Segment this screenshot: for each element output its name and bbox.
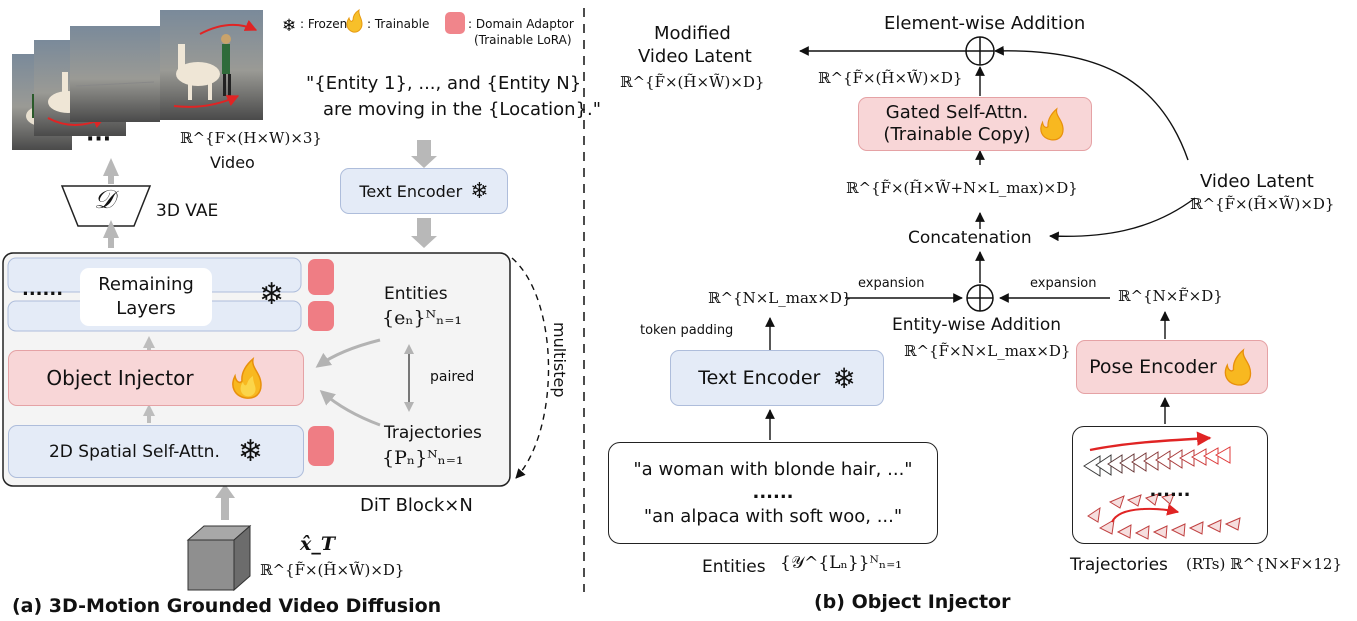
- flame-icon: [231, 357, 262, 399]
- video-label: Video: [210, 153, 255, 172]
- output-dimension: ℝ^{F̃×(H̃×W̃)×D}: [818, 69, 963, 87]
- concatenation-label: Concatenation: [908, 228, 1032, 248]
- trajectories-bottom-math: (RTs) ℝ^{N×F×12}: [1186, 555, 1342, 573]
- entity-description-1: "a woman with blonde hair, ...": [633, 458, 913, 480]
- legend-domain-adaptor-icon: [445, 12, 465, 34]
- concat-dimension: ℝ^{F̃×(H̃×W̃+N×L_max)×D}: [846, 179, 1078, 197]
- flame-icon: [1039, 107, 1064, 141]
- legend-trainable-label: : Trainable: [367, 17, 430, 31]
- token-padding-label: token padding: [640, 323, 734, 338]
- snowflake-icon: ❄: [259, 277, 285, 312]
- entity-wise-dimension: ℝ^{F̃×N×L_max×D}: [904, 342, 1071, 360]
- gated-self-attn-box: Gated Self-Attn. (Trainable Copy): [858, 97, 1092, 151]
- pose-encoder-box: Pose Encoder: [1076, 340, 1268, 394]
- video-latent-label: Video Latent: [1200, 171, 1314, 192]
- spatial-self-attn-label: 2D Spatial Self-Attn.: [48, 441, 220, 462]
- entities-label: Entities: [384, 284, 448, 304]
- vae-label: 3D VAE: [156, 201, 219, 221]
- caption-left: (a) 3D-Motion Grounded Video Diffusion: [12, 595, 442, 617]
- object-injector-box: Object Injector: [8, 350, 304, 406]
- entities-arrow: [315, 338, 381, 368]
- trajectories-bottom-label: Trajectories: [1070, 555, 1168, 575]
- video-dimension: ℝ^{F×(H×W)×3}: [180, 129, 322, 147]
- entities-bottom-label: Entities: [702, 557, 766, 577]
- entity-description-2: "an alpaca with soft woo, ...": [643, 505, 903, 527]
- legend-frozen-icon: ❄: [282, 16, 296, 36]
- noise-dimension: ℝ^{F̃×(H̃×W̃)×D}: [260, 561, 405, 579]
- remaining-layers-label: Remaining Layers: [98, 273, 194, 319]
- pose-encoder-label: Pose Encoder: [1089, 356, 1217, 378]
- modified-latent-line-1: Modified: [654, 23, 731, 44]
- entities-bottom-math: {𝒴^{Lₙ}}ᴺₙ₌₁: [780, 553, 902, 573]
- entity-descriptions-box: "a woman with blonde hair, ..." ...... "…: [608, 442, 938, 544]
- entity-wise-addition-symbol: [966, 284, 994, 312]
- noise-cube: [186, 524, 252, 592]
- expansion-right-label: expansion: [1030, 276, 1097, 291]
- video-frames: [12, 10, 263, 150]
- text-feature-dimension: ℝ^{N×L_max×D}: [708, 289, 852, 307]
- prompt-line-2: are moving in the {Location}.": [323, 99, 602, 120]
- paired-label: paired: [430, 369, 475, 385]
- entities-math: {eₙ}ᴺₙ₌₁: [382, 307, 462, 329]
- right-arrows: [765, 45, 1196, 440]
- entity-wise-label: Entity-wise Addition: [892, 315, 1062, 335]
- right-text-encoder-box: Text Encoder ❄: [670, 350, 884, 406]
- trajectories-math: {Pₙ}ᴺₙ₌₁: [382, 447, 464, 469]
- vae-decoder-shape: [60, 185, 152, 227]
- right-text-encoder-label: Text Encoder: [698, 367, 821, 389]
- object-injector-label: Object Injector: [46, 366, 194, 390]
- grey-arrows: [103, 140, 437, 520]
- dit-block-label: DiT Block×N: [360, 495, 473, 516]
- video-ellipsis: ···: [86, 127, 112, 152]
- domain-adaptor-block: [308, 426, 334, 466]
- expansion-left-label: expansion: [858, 276, 925, 291]
- domain-adaptor-block: [308, 301, 334, 331]
- legend-domain-adaptor-label: : Domain Adaptor: [468, 17, 574, 31]
- snowflake-icon: ❄: [470, 178, 489, 204]
- left-text-encoder-box: Text Encoder ❄: [340, 168, 508, 214]
- prompt-line-1: "{Entity 1}, ..., and {Entity N}: [306, 73, 582, 94]
- multistep-arrow: [511, 257, 550, 479]
- snowflake-icon: ❄: [237, 434, 263, 469]
- trajectory-dots: ......: [1149, 479, 1191, 501]
- vae-symbol: 𝒟: [94, 185, 115, 215]
- noise-symbol: x̂_T: [300, 533, 335, 555]
- multistep-label: multistep: [550, 322, 569, 398]
- snowflake-icon: ❄: [832, 361, 856, 395]
- video-latent-dimension: ℝ^{F̃×(H̃×W̃)×D}: [1190, 195, 1335, 213]
- trajectories-arrow: [319, 390, 381, 427]
- left-text-encoder-label: Text Encoder: [359, 181, 463, 201]
- entity-description-dots: ......: [752, 482, 794, 504]
- legend-domain-adaptor-sub: (Trainable LoRA): [474, 33, 572, 47]
- element-wise-addition-symbol: [965, 36, 995, 66]
- layers-dots: ......: [22, 279, 64, 300]
- trajectory-image-box: ......: [1072, 426, 1268, 544]
- modified-latent-dimension: ℝ^{F̃×(H̃×W̃)×D}: [620, 73, 765, 91]
- trajectory-visual: [1083, 431, 1241, 540]
- legend-frozen-label: : Frozen: [300, 17, 348, 31]
- spatial-self-attn-box: 2D Spatial Self-Attn. ❄: [8, 425, 304, 478]
- legend-trainable-icon: [346, 8, 363, 33]
- element-wise-label: Element-wise Addition: [884, 13, 1086, 34]
- gated-self-attn-line-1: Gated Self-Attn.: [885, 101, 1029, 123]
- flame-icon: [1224, 348, 1252, 386]
- gated-self-attn-line-2: (Trainable Copy): [883, 124, 1031, 145]
- remaining-layers-box: Remaining Layers: [80, 268, 212, 326]
- trajectories-label: Trajectories: [384, 423, 482, 443]
- domain-adaptor-block: [308, 259, 334, 295]
- caption-right: (b) Object Injector: [814, 591, 1011, 613]
- pose-feature-dimension: ℝ^{N×F̃×D}: [1118, 287, 1223, 305]
- modified-latent-line-2: Video Latent: [638, 46, 752, 67]
